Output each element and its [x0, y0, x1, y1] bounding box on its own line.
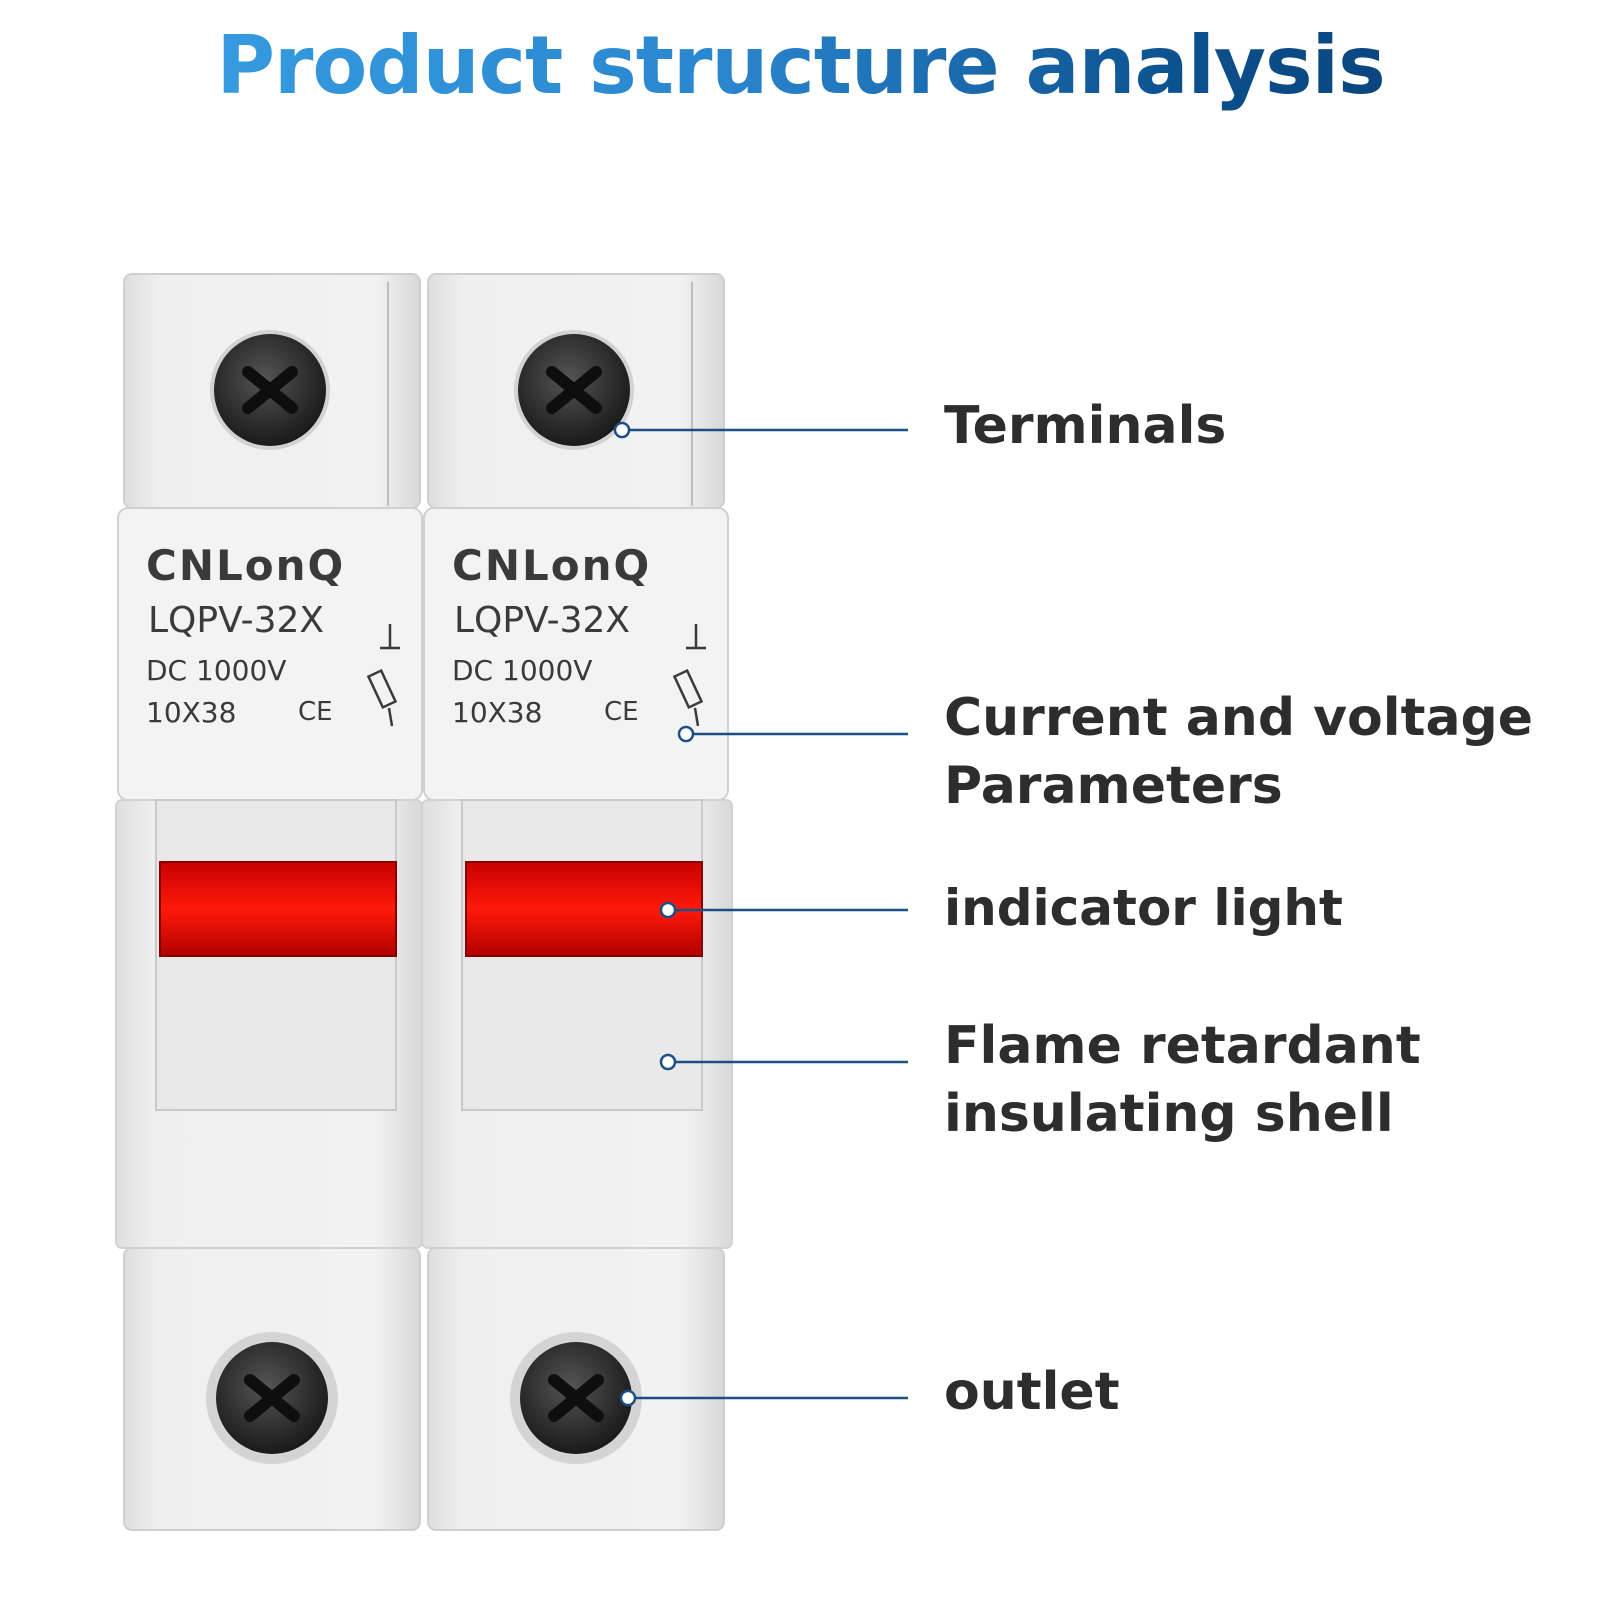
- fuse-symbol-icon: [366, 624, 400, 727]
- leader-dot-shell: [659, 1053, 677, 1071]
- voltage-text-right: DC 1000V: [452, 654, 592, 687]
- leader-dot-outlet: [619, 1389, 637, 1407]
- brand-text-right: CNLonQ: [452, 541, 651, 590]
- size-text-left: 10X38: [146, 696, 236, 729]
- model-text-right: LQPV-32X: [454, 600, 630, 641]
- callout-insulating-shell: Flame retardant insulating shell: [944, 1016, 1421, 1144]
- outlet-screw-icon: [510, 1332, 642, 1464]
- callout-outlet: outlet: [944, 1362, 1120, 1422]
- callout-indicator-light: indicator light: [944, 879, 1343, 937]
- callout-parameters: Current and voltage Parameters: [944, 688, 1534, 816]
- size-text-right: 10X38: [452, 696, 542, 729]
- fuse-symbol-icon: [672, 624, 706, 727]
- callout-terminals: Terminals: [944, 396, 1227, 456]
- page-title: Product structure analysis: [0, 18, 1601, 114]
- leader-dot-indicator: [659, 901, 677, 919]
- outlet-screw-icon: [206, 1332, 338, 1464]
- ce-mark-left: CE: [298, 697, 333, 727]
- leader-dot-parameters: [677, 725, 695, 743]
- fuse-module-left: [115, 273, 423, 1531]
- brand-text-left: CNLonQ: [146, 541, 345, 590]
- terminal-screw-icon: [514, 330, 634, 450]
- indicator-light-left: [160, 862, 396, 956]
- model-text-left: LQPV-32X: [148, 600, 324, 641]
- leader-dot-terminals: [613, 421, 631, 439]
- fuse-module-right: [421, 273, 733, 1531]
- voltage-text-left: DC 1000V: [146, 654, 286, 687]
- ce-mark-right: CE: [604, 697, 639, 727]
- terminal-screw-icon: [210, 330, 330, 450]
